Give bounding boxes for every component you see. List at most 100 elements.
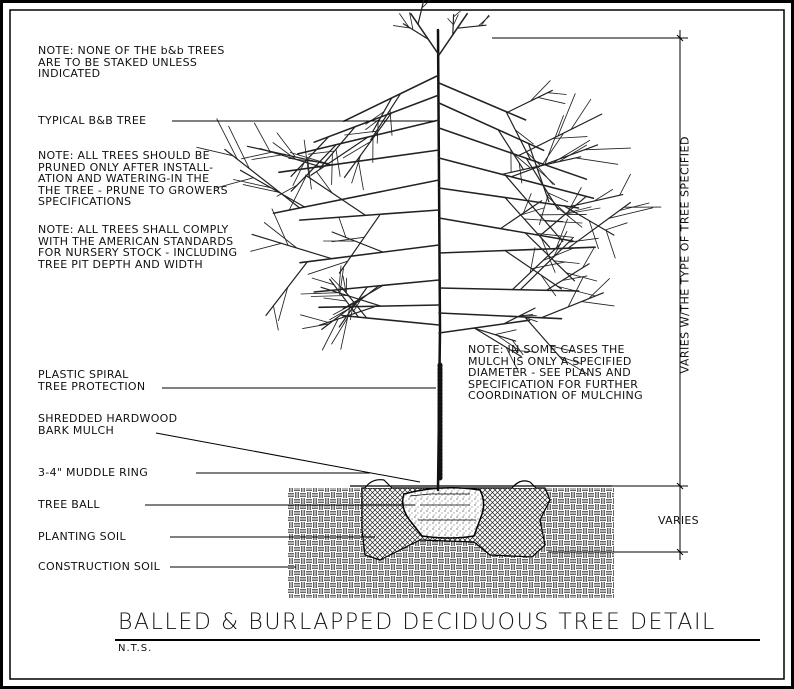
tree-branch xyxy=(519,315,538,323)
tree-branch xyxy=(519,237,574,291)
tree-branch xyxy=(357,158,364,191)
tree-branch xyxy=(251,154,285,160)
detail-title: BALLED & BURLAPPED DECIDUOUS TREE DETAIL xyxy=(118,610,716,635)
tree-branch xyxy=(473,327,522,358)
tree-branch xyxy=(332,301,358,316)
tree-branch xyxy=(438,82,527,121)
tree-branch xyxy=(539,195,587,237)
dimension-height: VARIES W/THE TYPE OF TREE SPECIFIED xyxy=(678,136,692,374)
label-muddle-ring: 3-4" MUDDLE RING xyxy=(38,466,149,479)
tree-branch xyxy=(335,148,341,177)
tree-branch xyxy=(608,207,654,219)
tree-branch xyxy=(604,222,628,231)
tree-branch xyxy=(567,277,584,308)
tree-branch xyxy=(331,231,384,253)
tree-branch xyxy=(575,157,619,165)
tree-branch xyxy=(250,242,282,252)
tree-branch xyxy=(402,23,429,40)
tree-branch xyxy=(214,177,254,189)
tree-branch xyxy=(519,207,545,216)
tree-branch xyxy=(527,142,550,203)
tree-branch xyxy=(535,163,554,185)
tree-branch xyxy=(338,216,347,238)
note-standards: NOTE: ALL TREES SHALL COMPLY WITH THE AM… xyxy=(38,223,238,271)
tree-branch xyxy=(342,275,347,294)
tree-branch xyxy=(370,93,402,141)
tree-branch xyxy=(272,179,440,214)
tree-branch xyxy=(566,206,592,214)
tree-branch xyxy=(392,25,411,29)
tree-branch xyxy=(241,151,273,160)
tree-branches xyxy=(196,0,662,376)
tree-branch xyxy=(276,132,296,158)
tree-branch xyxy=(538,193,549,226)
tree-branch xyxy=(253,122,271,153)
tree-branch xyxy=(228,125,250,170)
tree-branch xyxy=(540,292,604,319)
tree-branch xyxy=(331,314,350,345)
tree-branch xyxy=(303,139,310,178)
tree-branch xyxy=(549,345,574,352)
tree-branch xyxy=(582,246,595,269)
note-staking: NOTE: NONE OF THE b&b TREES ARE TO BE ST… xyxy=(38,44,225,80)
label-spiral-protection: PLASTIC SPIRAL TREE PROTECTION xyxy=(38,368,146,393)
tree-branch xyxy=(313,279,440,293)
note-mulch: NOTE: IN SOME CASES THE MULCH IS ONLY A … xyxy=(468,343,643,402)
tree-branch xyxy=(421,0,431,9)
tree-branch xyxy=(555,206,583,228)
tree-branch xyxy=(558,144,588,163)
tree-branch xyxy=(588,278,610,300)
tree-branch xyxy=(307,260,349,275)
tree-branch xyxy=(517,113,603,157)
tree-branch xyxy=(544,220,583,224)
tree-branch xyxy=(504,174,564,243)
tree-branch xyxy=(537,96,566,105)
tree-branch xyxy=(276,184,298,197)
tree-branch xyxy=(265,261,308,316)
tree-branch xyxy=(251,233,333,260)
tree-branch xyxy=(518,313,534,317)
leader-lines xyxy=(145,30,688,568)
label-tree-ball: TREE BALL xyxy=(38,498,100,511)
tree-branch xyxy=(329,305,355,321)
label-planting-soil: PLANTING SOIL xyxy=(38,530,126,543)
tree-branch xyxy=(545,263,590,291)
scale-note: N.T.S. xyxy=(118,643,153,654)
tree-branch xyxy=(239,169,306,208)
tree-branch xyxy=(263,222,298,249)
note-pruning: NOTE: ALL TREES SHOULD BE PRUNED ONLY AF… xyxy=(38,149,228,208)
tree-branch xyxy=(619,173,631,196)
tree-branch xyxy=(525,157,559,211)
tree-branch xyxy=(477,15,490,27)
tree-branch xyxy=(329,278,360,318)
label-typical-tree: TYPICAL B&B TREE xyxy=(38,114,147,127)
tree-branch xyxy=(565,207,601,215)
sheet-inner-border xyxy=(9,9,785,680)
tree-branch xyxy=(438,319,531,334)
tree-branch xyxy=(567,187,582,213)
tree-branch xyxy=(232,179,272,189)
tree-branch xyxy=(302,323,330,330)
tree-branch xyxy=(536,168,556,186)
tree-branch xyxy=(399,13,410,28)
tree-branch xyxy=(505,346,520,373)
tree-branch xyxy=(593,189,613,202)
tree-branch xyxy=(570,98,592,130)
mulch-ring-right xyxy=(511,480,537,489)
tree-branch xyxy=(561,275,588,281)
tree-ball-outline xyxy=(409,493,476,521)
tree-branch xyxy=(542,247,575,261)
tree-branch xyxy=(313,94,440,143)
tree-branch xyxy=(307,158,312,190)
tree-branch xyxy=(338,265,342,292)
tree-branch xyxy=(438,217,574,242)
label-bark-mulch: SHREDDED HARDWOOD BARK MULCH xyxy=(38,412,178,437)
tree-branch xyxy=(557,93,576,137)
tree-branch xyxy=(320,286,382,307)
tree-branch xyxy=(438,187,580,209)
tree-branch xyxy=(196,146,234,157)
tree-branch xyxy=(511,243,562,291)
tree-branch xyxy=(298,209,440,221)
tree-branch xyxy=(288,175,307,211)
tree-branch xyxy=(619,202,650,211)
